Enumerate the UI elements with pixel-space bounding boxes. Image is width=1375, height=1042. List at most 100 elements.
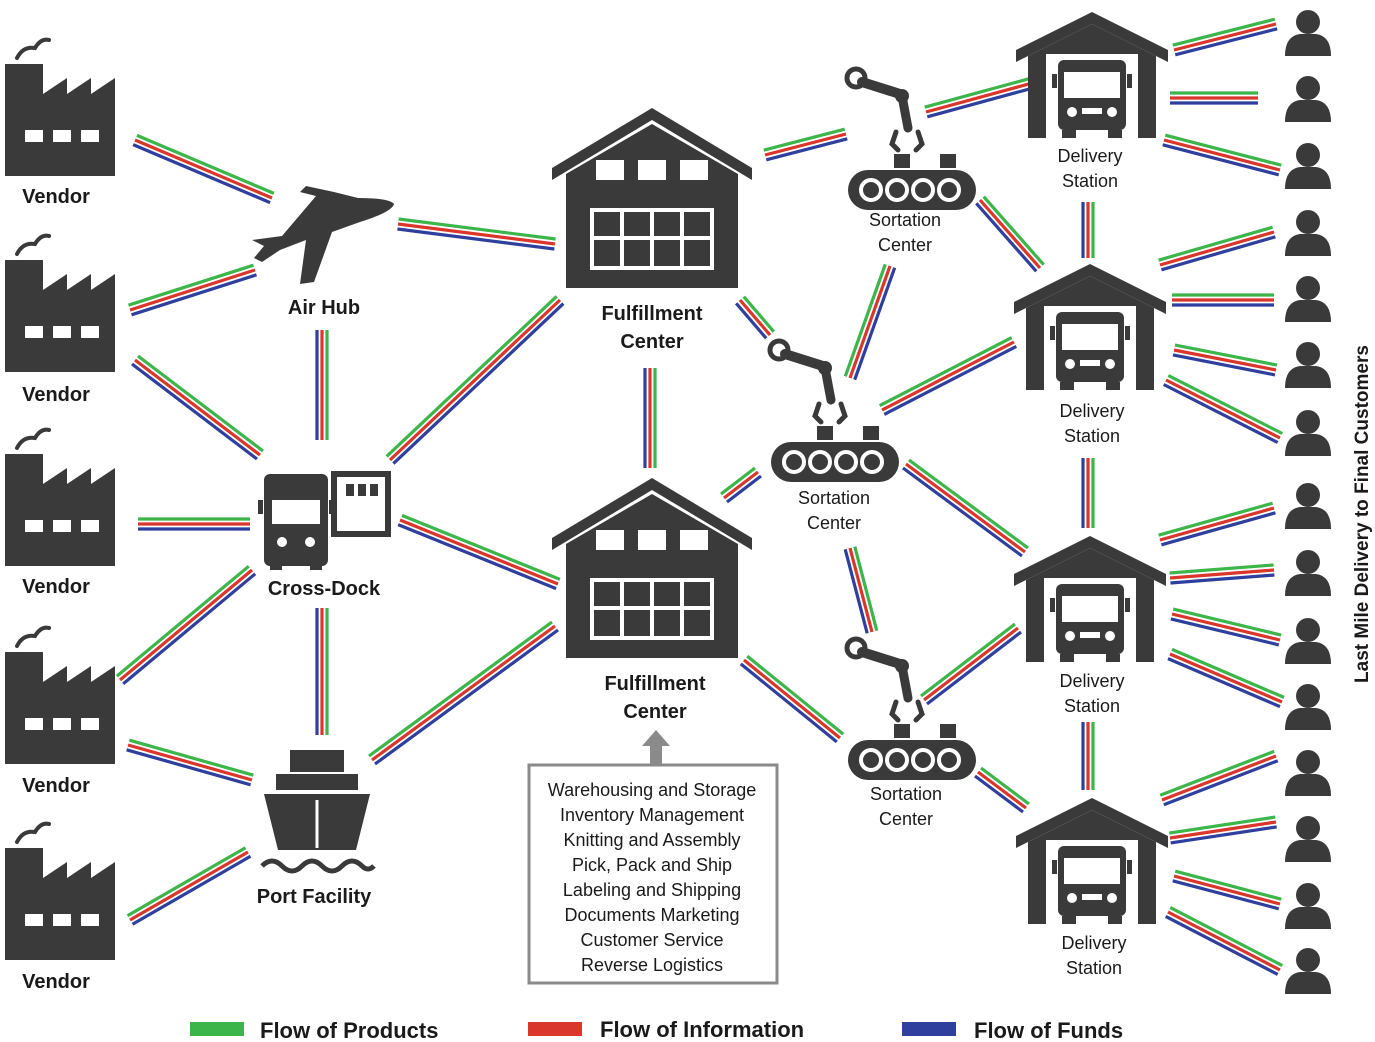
- flow-line-funds: [1167, 657, 1281, 709]
- flow-connector: [1167, 647, 1285, 709]
- vendor-label-5: Vendor: [22, 971, 90, 993]
- person-icon: [1285, 210, 1331, 256]
- flow-line-products: [1174, 343, 1278, 367]
- cross-dock-label: Cross-Dock: [268, 578, 381, 600]
- flow-line-funds: [853, 267, 897, 381]
- person-icon: [1285, 276, 1331, 322]
- flow-connector: [397, 217, 556, 251]
- fulfillment-center-label-1a: Fulfillment: [601, 303, 702, 325]
- sortation-center-label-3a: Sortation: [870, 784, 942, 804]
- flow-line-funds: [974, 774, 1024, 814]
- flow-line-funds: [126, 748, 252, 787]
- legend-swatch-funds: [902, 1022, 956, 1036]
- legend: Flow of Products Flow of Information Flo…: [190, 1017, 1123, 1042]
- flow-line-information: [388, 298, 562, 462]
- flow-connector: [1169, 563, 1275, 585]
- sortation-center-node-1: [847, 69, 976, 210]
- flow-line-funds: [1170, 573, 1275, 585]
- flow-connector: [1172, 343, 1278, 377]
- flow-connector: [974, 766, 1030, 814]
- delivery-station-label-3a: Delivery: [1059, 671, 1124, 691]
- legend-label-products: Flow of Products: [260, 1018, 438, 1042]
- flow-line-products: [1169, 563, 1274, 575]
- flow-line-information: [1159, 230, 1275, 267]
- flow-connector: [1081, 458, 1095, 528]
- flow-line-funds: [1164, 914, 1279, 976]
- flow-connector: [720, 466, 762, 504]
- person-icon: [1285, 883, 1331, 929]
- vendor-node-4: [3, 625, 117, 766]
- flow-connector: [397, 513, 561, 591]
- flow-line-information: [397, 222, 556, 246]
- flow-line-funds: [1170, 617, 1280, 647]
- flow-line-products: [1172, 607, 1282, 637]
- flow-line-funds: [1160, 511, 1276, 547]
- vendor-label-2: Vendor: [22, 384, 90, 406]
- flow-connector: [1170, 607, 1282, 647]
- sortation-center-label-3b: Center: [879, 809, 933, 829]
- flow-line-information: [978, 198, 1042, 270]
- flow-line-products: [1174, 869, 1282, 901]
- flow-lines: [115, 17, 1285, 976]
- flow-connector: [315, 330, 329, 440]
- flow-line-information: [127, 743, 253, 782]
- flow-connector: [1169, 815, 1277, 845]
- flow-line-information: [129, 268, 256, 312]
- flow-connector: [1164, 906, 1284, 976]
- sortation-center-node-2: [770, 341, 899, 482]
- flow-connector: [1162, 374, 1284, 444]
- flow-connector: [368, 620, 559, 766]
- service-item: Documents Marketing: [564, 905, 739, 925]
- flow-connector: [1081, 722, 1095, 790]
- warehouse-icon: [552, 478, 752, 658]
- flow-line-information: [925, 80, 1037, 114]
- flow-line-products: [385, 295, 558, 458]
- delivery-station-label-4b: Station: [1066, 958, 1122, 978]
- flow-connector: [315, 608, 329, 735]
- last-mile-label: Last Mile Delivery to Final Customers: [1352, 345, 1373, 683]
- flow-connector: [131, 354, 264, 461]
- delivery-station-label-1a: Delivery: [1057, 146, 1122, 166]
- flow-line-funds: [1163, 759, 1279, 807]
- factory-icon: [3, 427, 117, 568]
- fulfillment-center-node-2: [552, 478, 752, 658]
- flow-line-funds: [392, 302, 565, 465]
- factory-icon: [3, 821, 117, 962]
- legend-swatch-information: [528, 1022, 582, 1036]
- service-item: Labeling and Shipping: [563, 880, 741, 900]
- flow-line-funds: [1172, 353, 1276, 377]
- flow-connector: [1172, 293, 1274, 307]
- flow-line-products: [1167, 374, 1284, 435]
- delivery-station-label-2a: Delivery: [1059, 401, 1124, 421]
- service-item: Pick, Pack and Ship: [572, 855, 732, 875]
- service-item: Inventory Management: [560, 805, 744, 825]
- person-icon: [1285, 76, 1331, 122]
- flow-line-products: [908, 458, 1029, 550]
- flow-line-products: [982, 195, 1045, 266]
- flow-line-products: [980, 766, 1030, 806]
- garage-truck-icon: [1016, 798, 1168, 924]
- flow-line-information: [764, 132, 847, 157]
- flow-line-products: [1164, 133, 1282, 167]
- flow-line-information: [848, 265, 892, 379]
- flow-line-products: [128, 738, 254, 777]
- fulfillment-center-label-2b: Center: [623, 701, 687, 723]
- flow-line-products: [128, 263, 254, 307]
- airplane-icon: [252, 186, 394, 284]
- delivery-station-label-2b: Station: [1064, 426, 1120, 446]
- flow-connector: [843, 546, 879, 634]
- flow-line-products: [878, 336, 1013, 408]
- flow-line-funds: [902, 466, 1023, 558]
- garage-truck-icon: [1014, 264, 1166, 390]
- flow-line-funds: [734, 302, 768, 340]
- fulfillment-center-label-2a: Fulfillment: [604, 673, 705, 695]
- flow-line-funds: [131, 854, 252, 926]
- flow-line-funds: [726, 474, 762, 504]
- vendor-label-4: Vendor: [22, 775, 90, 797]
- legend-swatch-products: [190, 1022, 244, 1036]
- flow-connector: [1081, 202, 1095, 258]
- flow-line-funds: [1170, 825, 1277, 845]
- flow-connector: [385, 295, 565, 465]
- flow-line-products: [136, 133, 275, 195]
